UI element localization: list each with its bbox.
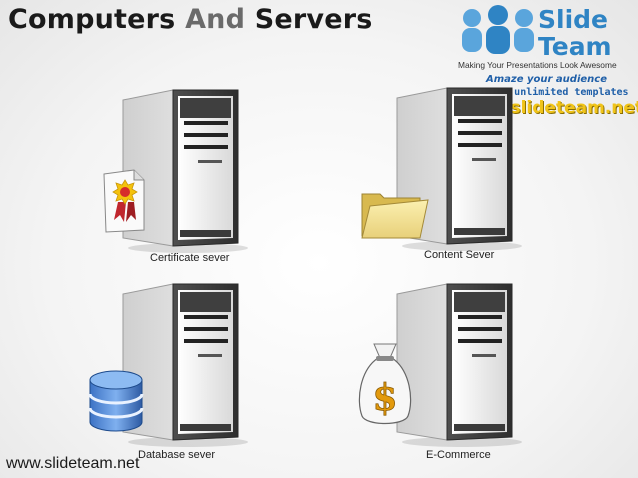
certificate-icon xyxy=(103,169,145,233)
page-title: Computers And Servers xyxy=(8,4,373,35)
footer-url: www.slideteam.net xyxy=(6,455,140,472)
people-icon xyxy=(462,5,534,54)
caption-database-server: Database sever xyxy=(138,449,216,461)
logo-brand: Slide Team xyxy=(538,6,612,60)
logo-brand-line1: Slide xyxy=(538,5,608,34)
dollar-sign-icon: $ xyxy=(372,377,397,419)
logo-brand-line2: Team xyxy=(538,32,612,61)
caption-ecommerce-server: E-Commerce xyxy=(426,449,491,461)
folder-icon xyxy=(361,193,429,239)
promo-line-1: Amaze your audience xyxy=(486,74,607,85)
title-word-and: And xyxy=(185,4,246,35)
title-word-servers: Servers xyxy=(254,4,373,35)
money-bag-icon: $ xyxy=(358,343,412,425)
caption-content-server: Content Sever xyxy=(424,249,495,261)
logo-tagline: Making Your Presentations Look Awesome xyxy=(458,60,617,70)
database-icon xyxy=(88,370,144,432)
title-word-computers: Computers xyxy=(8,4,176,35)
caption-certificate-server: Certificate sever xyxy=(150,252,230,264)
promo-line-2: Download unlimited templates xyxy=(460,87,629,98)
